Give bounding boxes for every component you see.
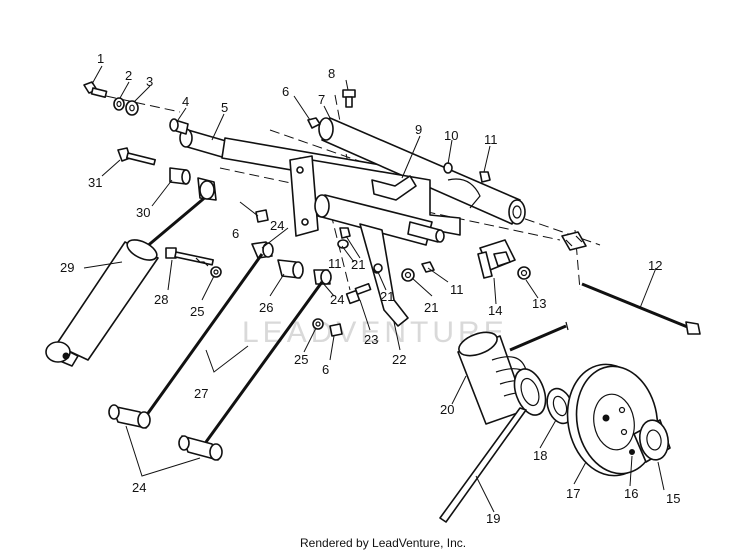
callout-6-upper: 6 [282, 84, 289, 99]
pivot-tube [314, 194, 445, 246]
callout-30: 30 [136, 205, 150, 220]
callout-22: 22 [392, 352, 406, 367]
part-24-spacer-upper [251, 241, 274, 259]
callout-21-a: 21 [351, 257, 365, 272]
part-28-bolt [165, 247, 214, 267]
callout-15: 15 [666, 491, 680, 506]
callout-20: 20 [440, 402, 454, 417]
part-10-bushing [443, 162, 453, 174]
callout-25-b: 25 [294, 352, 308, 367]
part-8-bolt [342, 89, 356, 108]
part-16-pin [629, 449, 635, 455]
part-11-nut-upper [479, 171, 491, 183]
part-29-shock-absorber [45, 193, 209, 367]
part-21-washer-c [401, 268, 415, 282]
part-31-bolt [117, 147, 156, 166]
footer-credit: Rendered by LeadVenture, Inc. [300, 536, 466, 550]
callout-6-left: 6 [232, 226, 239, 241]
part-24-bushing-right [178, 435, 223, 461]
callout-10: 10 [444, 128, 458, 143]
callouts: 1 2 3 4 5 6 6 6 7 8 9 10 11 11 11 12 13 … [60, 51, 680, 526]
callout-16: 16 [624, 486, 638, 501]
part-12-long-bolt [581, 282, 701, 335]
part-24-bushing-left [108, 404, 151, 429]
callout-21-b: 21 [380, 289, 394, 304]
callout-24-mid: 24 [330, 292, 344, 307]
callout-31: 31 [88, 175, 102, 190]
part-22-strap [359, 223, 409, 327]
callout-29: 29 [60, 260, 74, 275]
callout-9: 9 [415, 122, 422, 137]
part-13-washer [517, 266, 531, 280]
right-bracket [561, 231, 587, 251]
spring-arm-upper [509, 321, 569, 352]
callout-17: 17 [566, 486, 580, 501]
shock-top-eye [197, 177, 217, 201]
swing-arm-frame [221, 117, 526, 237]
part-27-link-rods [144, 253, 324, 443]
part-19-spring-arm [439, 407, 527, 523]
callout-24-upper: 24 [270, 218, 284, 233]
part-30-bushing [169, 167, 191, 185]
callout-13: 13 [532, 296, 546, 311]
part-9-clip [371, 175, 417, 201]
callout-1: 1 [97, 51, 104, 66]
callout-24-lower: 24 [132, 480, 146, 495]
callout-25-a: 25 [190, 304, 204, 319]
part-11-nut-mid [339, 227, 351, 239]
part-26-spacer [277, 259, 304, 279]
callout-21-c: 21 [424, 300, 438, 315]
part-6-nut-upper [307, 117, 321, 129]
part-1-bolt [83, 81, 108, 99]
part-24-spacer-mid [313, 269, 332, 285]
callout-23: 23 [364, 332, 378, 347]
callout-14: 14 [488, 303, 502, 318]
callout-18: 18 [533, 448, 547, 463]
part-25-washer-a [210, 266, 222, 278]
callout-7: 7 [318, 92, 325, 107]
leader-lines [83, 65, 665, 513]
callout-6-lower: 6 [322, 362, 329, 377]
callout-27: 27 [194, 386, 208, 401]
callout-19: 19 [486, 511, 500, 526]
callout-11-upper: 11 [484, 132, 498, 147]
callout-11-right: 11 [450, 282, 464, 297]
part-15-hub [633, 419, 671, 463]
part-18-washer [546, 387, 574, 425]
part-25-washer-b [312, 318, 324, 330]
part-20-spring [457, 331, 547, 425]
callout-12: 12 [648, 258, 662, 273]
part-6-nut-lower [329, 323, 343, 337]
callout-28: 28 [154, 292, 168, 307]
part-14-block [477, 239, 516, 279]
part-6-nut-left [255, 209, 269, 223]
callout-5: 5 [221, 100, 228, 115]
callout-4: 4 [182, 94, 189, 109]
part-4-shaft [169, 118, 189, 135]
callout-3: 3 [146, 74, 153, 89]
part-3-washer [125, 100, 139, 116]
callout-8: 8 [328, 66, 335, 81]
part-17-wheel [566, 363, 659, 477]
callout-26: 26 [259, 300, 273, 315]
part-23-bolt [345, 282, 372, 305]
part-2-lock-washer [113, 97, 125, 111]
part-21-washer-b [373, 263, 383, 273]
callout-11-mid: 11 [328, 256, 342, 271]
callout-2: 2 [125, 68, 132, 83]
